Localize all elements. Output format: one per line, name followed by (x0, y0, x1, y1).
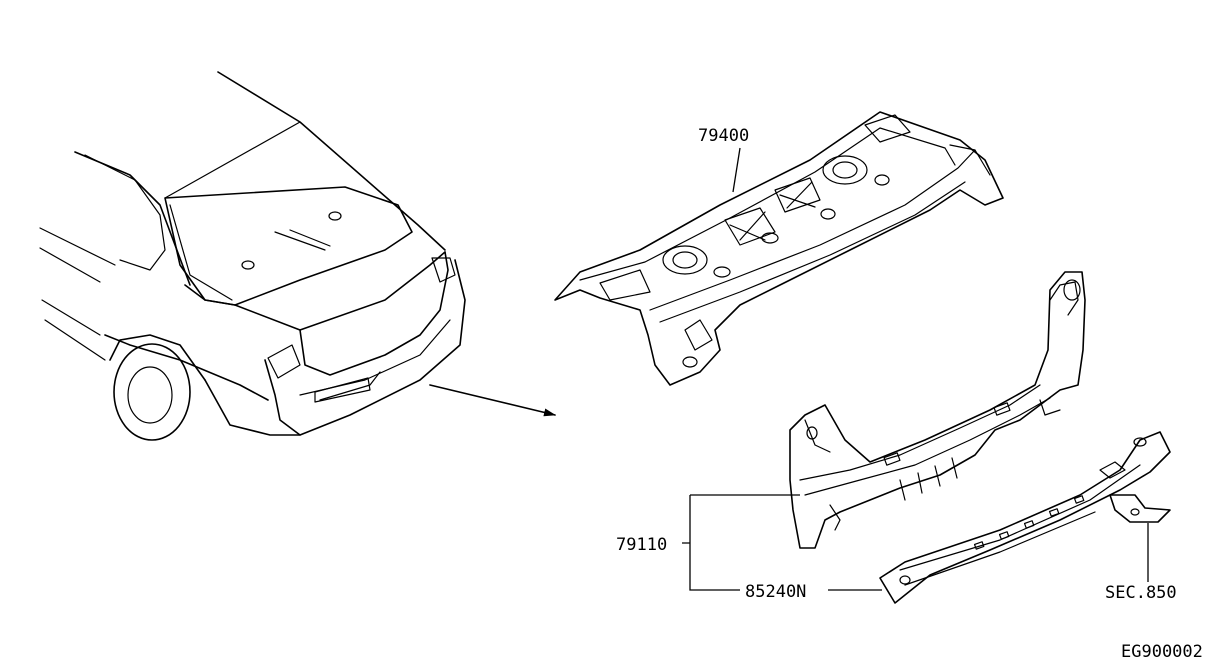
leader-lines (682, 147, 1149, 591)
direction-arrow (429, 384, 556, 417)
bumper-holes (973, 461, 1126, 550)
part-label-85240n: 85240N (745, 582, 806, 602)
part-label-79110: 79110 (616, 535, 667, 555)
section-reference-label: SEC.850 (1105, 583, 1177, 603)
part-label-79400: 79400 (698, 126, 749, 146)
rear-parcel-shelf-part (554, 111, 1004, 386)
car-rear-illustration (39, 71, 466, 441)
rear-panel-part (789, 271, 1086, 549)
bumper-reinforcement-part (879, 431, 1171, 604)
figure-code-label: EG900002 (1121, 642, 1203, 662)
